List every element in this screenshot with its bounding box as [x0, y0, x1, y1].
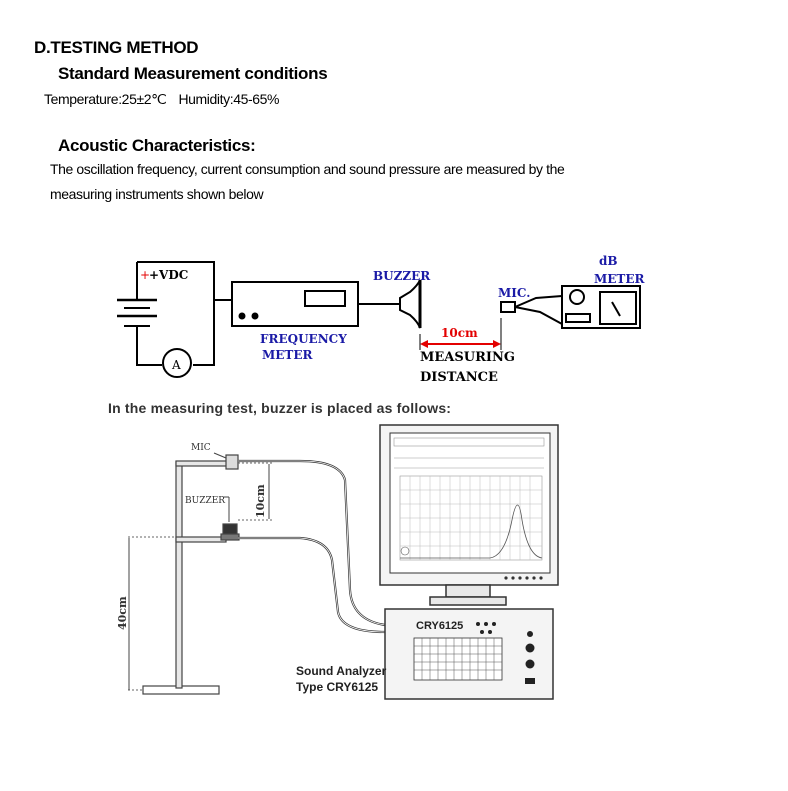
vdc-label: +VDC — [149, 268, 188, 282]
description-line-1: The oscillation frequency, current consu… — [50, 161, 565, 177]
humidity-condition: Humidity:45-65% — [178, 91, 280, 107]
description-line-2: measuring instruments shown below — [50, 186, 264, 202]
analyzer-type-label: Type CRY6125 — [296, 680, 378, 694]
analyzer-model-label: CRY6125 — [416, 620, 463, 632]
stand-buzzer-label: BUZZER — [185, 496, 225, 506]
temperature-condition: Temperature:25±2℃ — [44, 91, 167, 107]
conditions-line: Temperature:25±2℃ Humidity:45-65% — [44, 91, 291, 108]
distance-label: DISTANCE — [420, 370, 498, 385]
ammeter-label: A — [171, 358, 181, 372]
standard-conditions-heading: Standard Measurement conditions — [58, 64, 328, 83]
mic-label: MIC. — [498, 286, 530, 300]
db-meter-label-1: dB — [599, 254, 618, 268]
acoustic-heading: Acoustic Characteristics: — [58, 136, 256, 155]
measuring-label: MEASURING — [420, 350, 515, 365]
frequency-meter-label-2: METER — [262, 348, 314, 362]
db-meter-label-2: METER — [594, 272, 646, 286]
height-40cm-label: 40cm — [116, 596, 129, 630]
stand-mic-label: MIC — [191, 443, 211, 453]
section-title: D.TESTING METHOD — [34, 38, 199, 57]
placement-caption: In the measuring test, buzzer is placed … — [108, 400, 452, 416]
buzzer-label: BUZZER — [373, 269, 431, 283]
frequency-meter-label-1: FREQUENCY — [260, 332, 347, 346]
height-10cm-label: 10cm — [254, 484, 267, 518]
distance-value: 10cm — [441, 326, 478, 340]
sound-analyzer-label: Sound Analyzer — [296, 664, 387, 678]
vdc-plus-sign: + — [140, 268, 150, 282]
